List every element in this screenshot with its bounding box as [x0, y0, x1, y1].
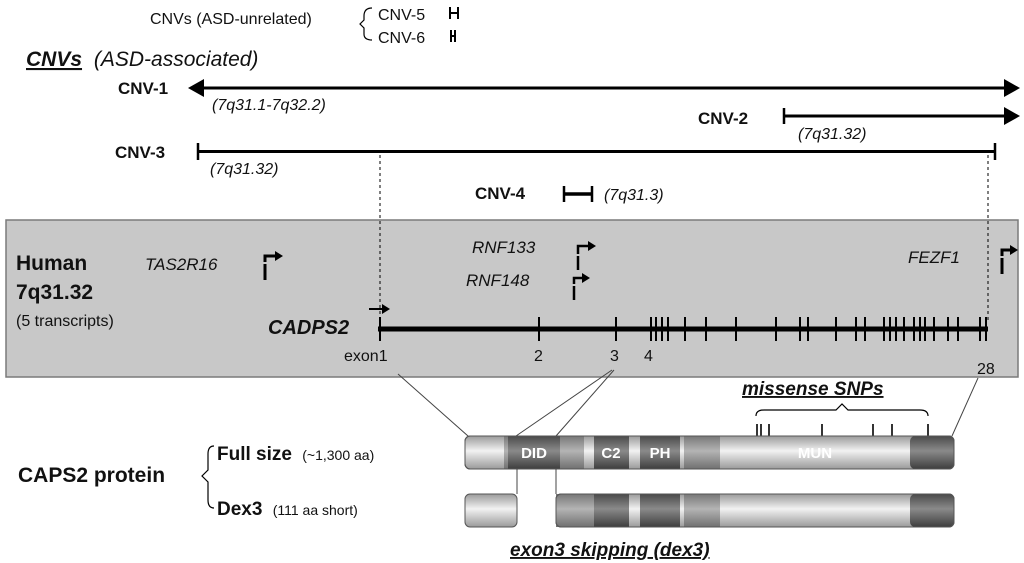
cnv1-band: (7q31.1-7q32.2) — [212, 97, 326, 114]
full-label-mun: MUN — [798, 445, 832, 462]
full-size-protein-bar: DID C2 PH MUN — [464, 435, 955, 470]
associated-title-cnvs: CNVs — [26, 48, 82, 71]
cnv6-label: CNV-6 — [378, 30, 425, 47]
cnv3-bar — [196, 143, 997, 160]
full-domain-c2 — [594, 436, 629, 469]
cnv4-band: (7q31.3) — [604, 187, 664, 204]
dex3-note: (111 aa short) — [273, 502, 358, 518]
exon4-label: 4 — [644, 348, 653, 365]
cnv1-label: CNV-1 — [118, 79, 168, 98]
rnf148-tss-icon — [572, 273, 590, 300]
cadps2-tss-icon — [369, 304, 390, 314]
tas2r16-tss-icon — [263, 251, 283, 280]
full-label-did: DID — [521, 445, 547, 462]
dex3-text: Dex3 (111 aa short) — [217, 499, 358, 520]
cnv6-bar — [450, 30, 456, 42]
cadps2-exons — [379, 317, 987, 341]
cnv5-bar — [449, 7, 459, 19]
full-c-terminal — [910, 436, 954, 469]
gene-rnf133: RNF133 — [472, 238, 536, 257]
dex3-linker — [684, 494, 720, 527]
full-label-ph: PH — [650, 445, 671, 462]
snps-label: missense SNPs — [742, 379, 884, 400]
cnv3-label: CNV-3 — [115, 143, 165, 162]
full-label-c2: C2 — [601, 445, 620, 462]
cnv1-arrow — [188, 79, 1020, 97]
dex3-label: Dex3 — [217, 499, 262, 520]
skip-lines — [516, 469, 557, 494]
exon2-label: 2 — [534, 348, 543, 365]
cnv2-band: (7q31.32) — [798, 126, 867, 143]
full-size-note: (~1,300 aa) — [302, 447, 374, 463]
dex3-domain-ph — [640, 494, 680, 527]
gene-rnf148: RNF148 — [466, 271, 530, 290]
cnv2-arrow — [782, 107, 1020, 125]
region-panel — [5, 219, 1019, 378]
region-line1: Human — [16, 252, 87, 275]
associated-title-rest: (ASD-associated) — [94, 48, 259, 71]
snps-brace — [755, 403, 929, 417]
unrelated-label: CNVs (ASD-unrelated) — [150, 11, 312, 28]
dex3-region-shade — [556, 494, 594, 527]
protein-brace — [201, 445, 215, 509]
full-domain-ph — [640, 436, 680, 469]
dex3-domain-c2 — [594, 494, 629, 527]
protein-name: CAPS2 protein — [18, 464, 165, 487]
dex3-c-terminal — [910, 494, 954, 527]
cnv4-label: CNV-4 — [475, 184, 526, 203]
fezf1-tss-icon — [1000, 245, 1018, 274]
associated-title: CNVs (ASD-associated) — [26, 48, 258, 71]
unrelated-brace — [359, 7, 373, 41]
full-domain-did — [508, 436, 560, 469]
gene-tas2r16: TAS2R16 — [145, 255, 218, 274]
mapping-lines — [397, 369, 979, 437]
full-size-text: Full size (~1,300 aa) — [217, 444, 374, 465]
region-line2: 7q31.32 — [16, 281, 93, 304]
full-size-label: Full size — [217, 444, 292, 465]
exon28-label: 28 — [977, 361, 995, 378]
cnv3-band: (7q31.32) — [210, 161, 279, 178]
exon3-label: 3 — [610, 348, 619, 365]
gene-cadps2: CADPS2 — [268, 317, 349, 339]
gene-fezf1: FEZF1 — [908, 248, 960, 267]
full-linker — [684, 436, 720, 469]
region-line3: (5 transcripts) — [16, 313, 114, 330]
dex3-n-terminal — [464, 493, 518, 528]
dex3-protein-bar — [464, 493, 955, 528]
skipping-label: exon3 skipping (dex3) — [510, 540, 710, 561]
rnf133-tss-icon — [576, 241, 596, 270]
cnv4-bar — [562, 186, 594, 202]
exon1-label: exon1 — [344, 348, 388, 365]
cnv5-label: CNV-5 — [378, 7, 425, 24]
full-domain-mun — [720, 436, 910, 469]
cnv2-label: CNV-2 — [698, 109, 748, 128]
